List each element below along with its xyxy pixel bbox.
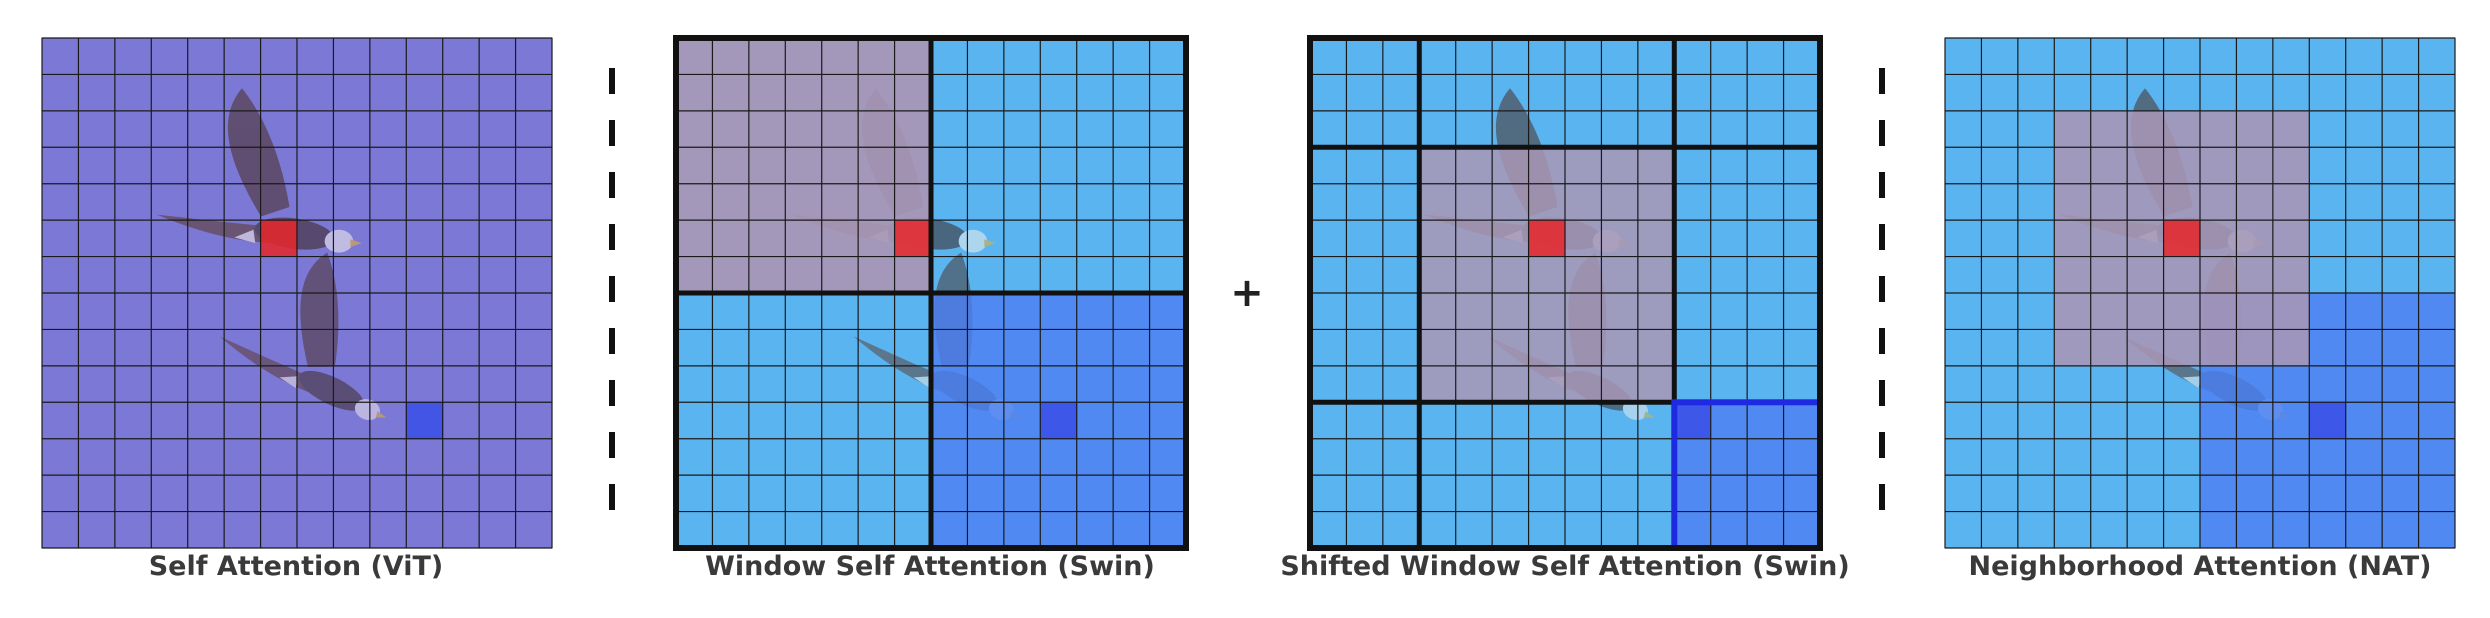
panel-border xyxy=(41,37,553,549)
panel-window-self-attention-swin xyxy=(673,35,1189,551)
grid-lines xyxy=(41,37,553,549)
caption-neighborhood-attention-nat: Neighborhood Attention (NAT) xyxy=(1968,551,2431,582)
panel-border xyxy=(1944,37,2456,549)
panel-neighborhood-attention-nat xyxy=(1944,37,2456,549)
query-cell-red xyxy=(2163,220,2200,257)
query-cell-blue xyxy=(406,402,443,439)
shifted-window-region-red xyxy=(1419,147,1675,403)
query-cell-blue xyxy=(2309,402,2346,439)
panel-self-attention-vit xyxy=(41,37,553,549)
query-cell-red xyxy=(260,220,297,257)
window-region-red xyxy=(676,38,931,293)
caption-window-self-attention-swin: Window Self Attention (Swin) xyxy=(705,551,1155,582)
query-cell-red xyxy=(894,220,931,257)
caption-self-attention-vit: Self Attention (ViT) xyxy=(149,551,444,582)
caption-shifted-window-self-attention-swin: Shifted Window Self Attention (Swin) xyxy=(1280,551,1849,582)
panel-border xyxy=(673,35,1189,551)
plus-sign: + xyxy=(1230,270,1264,316)
query-cell-blue xyxy=(1674,402,1711,439)
panel-border xyxy=(1307,35,1823,551)
panel-shifted-window-self-attention-swin xyxy=(1307,35,1824,551)
query-cell-red xyxy=(1528,220,1565,257)
query-cell-blue xyxy=(1040,402,1077,439)
